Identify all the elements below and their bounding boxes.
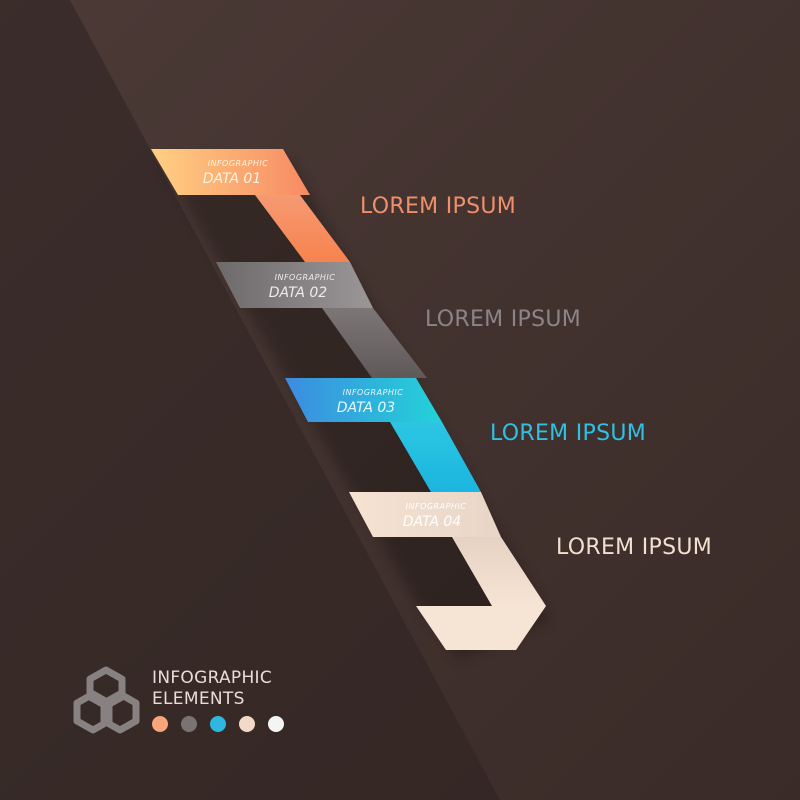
ribbon-band-2 <box>216 262 373 308</box>
band-2-label: DATA 02 <box>269 285 328 301</box>
color-swatch-white <box>268 716 284 732</box>
brand-title-line-1: INFOGRAPHIC <box>152 668 273 688</box>
band-1-caption: INFOGRAPHIC <box>208 159 269 168</box>
band-3-caption: INFOGRAPHIC <box>343 388 404 397</box>
color-swatch-gray <box>181 716 197 732</box>
step-2-heading: LOREM IPSUM <box>425 307 581 332</box>
ribbon-end-fold <box>416 606 546 650</box>
band-1-label: DATA 01 <box>203 171 261 187</box>
band-3-label: DATA 03 <box>337 400 395 416</box>
ribbon-band-1 <box>151 149 310 195</box>
ribbon-diagonal-4 <box>452 537 546 606</box>
band-2-caption: INFOGRAPHIC <box>275 273 336 282</box>
ribbon-band-3 <box>285 378 442 422</box>
color-swatch-row <box>152 716 284 732</box>
band-4-label: DATA 04 <box>403 514 461 530</box>
background-dark-diagonal-panel <box>0 0 500 800</box>
brand-title: INFOGRAPHIC ELEMENTS <box>152 668 272 710</box>
step-3-heading: LOREM IPSUM <box>490 421 646 446</box>
color-swatch-cyan <box>210 716 226 732</box>
color-swatch-cream <box>239 716 255 732</box>
ribbon-diagonal-2 <box>322 308 427 378</box>
step-1-heading: LOREM IPSUM <box>360 194 516 219</box>
brand-title-line-2: ELEMENTS <box>152 689 245 709</box>
color-swatch-orange <box>152 716 168 732</box>
ribbon-diagonal-1 <box>255 195 350 262</box>
band-4-caption: INFOGRAPHIC <box>406 502 467 511</box>
ribbon-band-4 <box>349 492 501 537</box>
step-4-heading: LOREM IPSUM <box>556 535 712 560</box>
cube-cluster-icon <box>73 666 140 734</box>
ribbon-diagonal-3 <box>390 422 481 492</box>
